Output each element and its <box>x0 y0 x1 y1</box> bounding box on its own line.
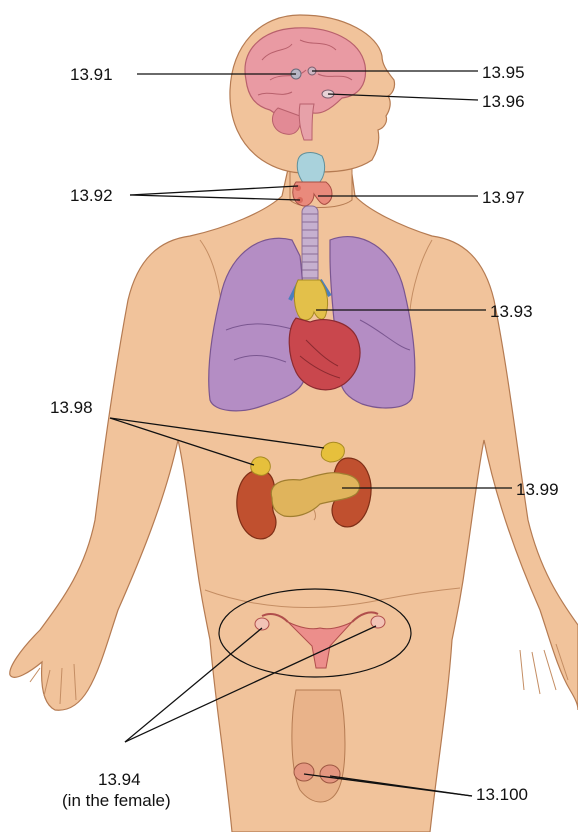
larynx <box>297 153 324 184</box>
right-testis <box>294 763 314 781</box>
label-13-95: 13.95 <box>482 63 525 82</box>
right-adrenal-gland <box>251 457 271 475</box>
label-13-96: 13.96 <box>482 92 525 111</box>
label-13-98: 13.98 <box>50 398 93 417</box>
label-13-94-note: (in the female) <box>62 791 171 810</box>
label-13-97: 13.97 <box>482 188 525 207</box>
label-13-99: 13.99 <box>516 480 559 499</box>
left-ovary <box>371 616 385 628</box>
leader-13-92-a <box>130 186 298 195</box>
label-13-94: 13.94 <box>98 770 141 789</box>
thymus <box>294 280 327 320</box>
label-13-91: 13.91 <box>70 65 113 84</box>
left-testis <box>320 765 340 783</box>
label-13-93: 13.93 <box>490 302 533 321</box>
left-adrenal-gland <box>321 442 344 462</box>
genital-outline <box>292 690 345 802</box>
label-13-92: 13.92 <box>70 186 113 205</box>
label-13-100: 13.100 <box>476 785 528 804</box>
leader-13-92-b <box>130 195 300 200</box>
human-body-figure <box>10 15 578 832</box>
